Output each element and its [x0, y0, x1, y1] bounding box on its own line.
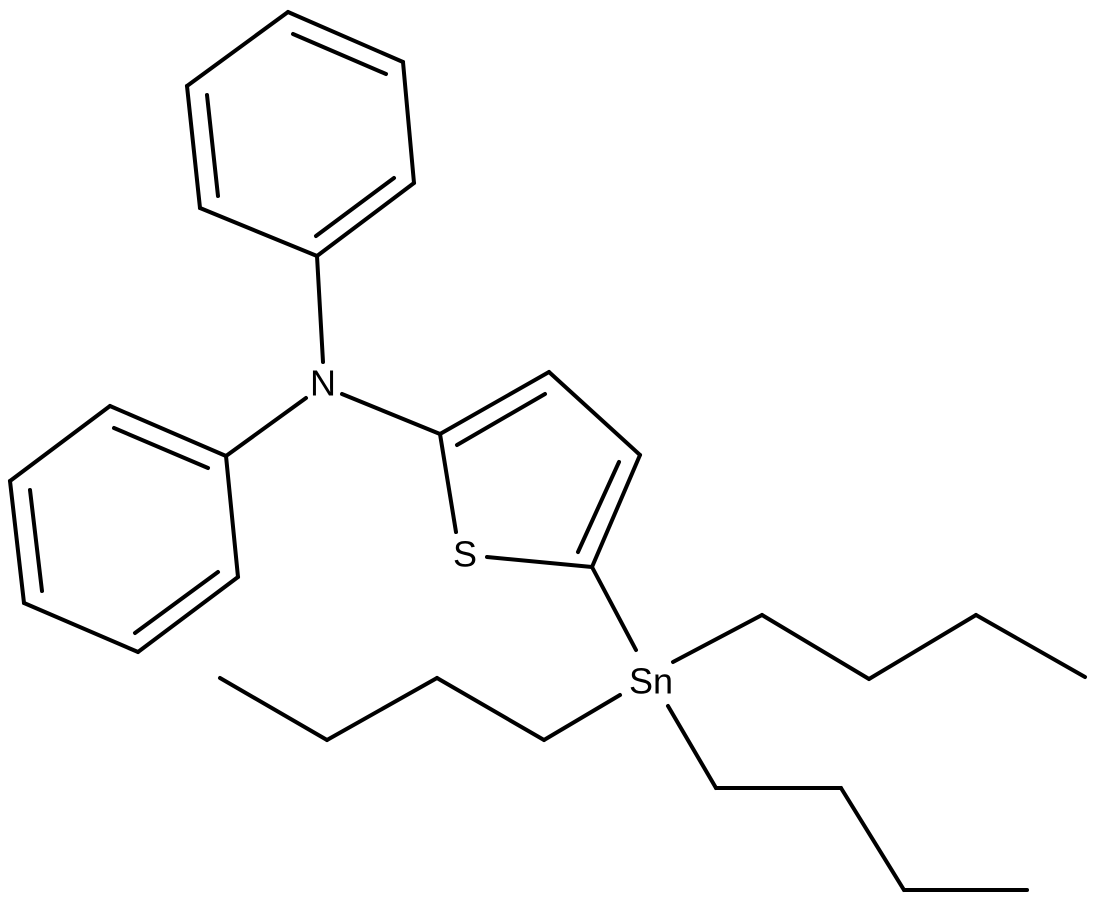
nitrogen-atom-label: N [310, 363, 336, 404]
upper-phenyl-ring [185, 10, 416, 258]
tin-atom-label: Sn [629, 661, 673, 702]
tributylstannyl-group [218, 565, 1087, 892]
thiophene-ring [438, 370, 642, 569]
sulfur-atom-label: S [453, 534, 477, 575]
lower-phenyl-ring [8, 404, 240, 654]
amine-bonds [224, 254, 442, 458]
